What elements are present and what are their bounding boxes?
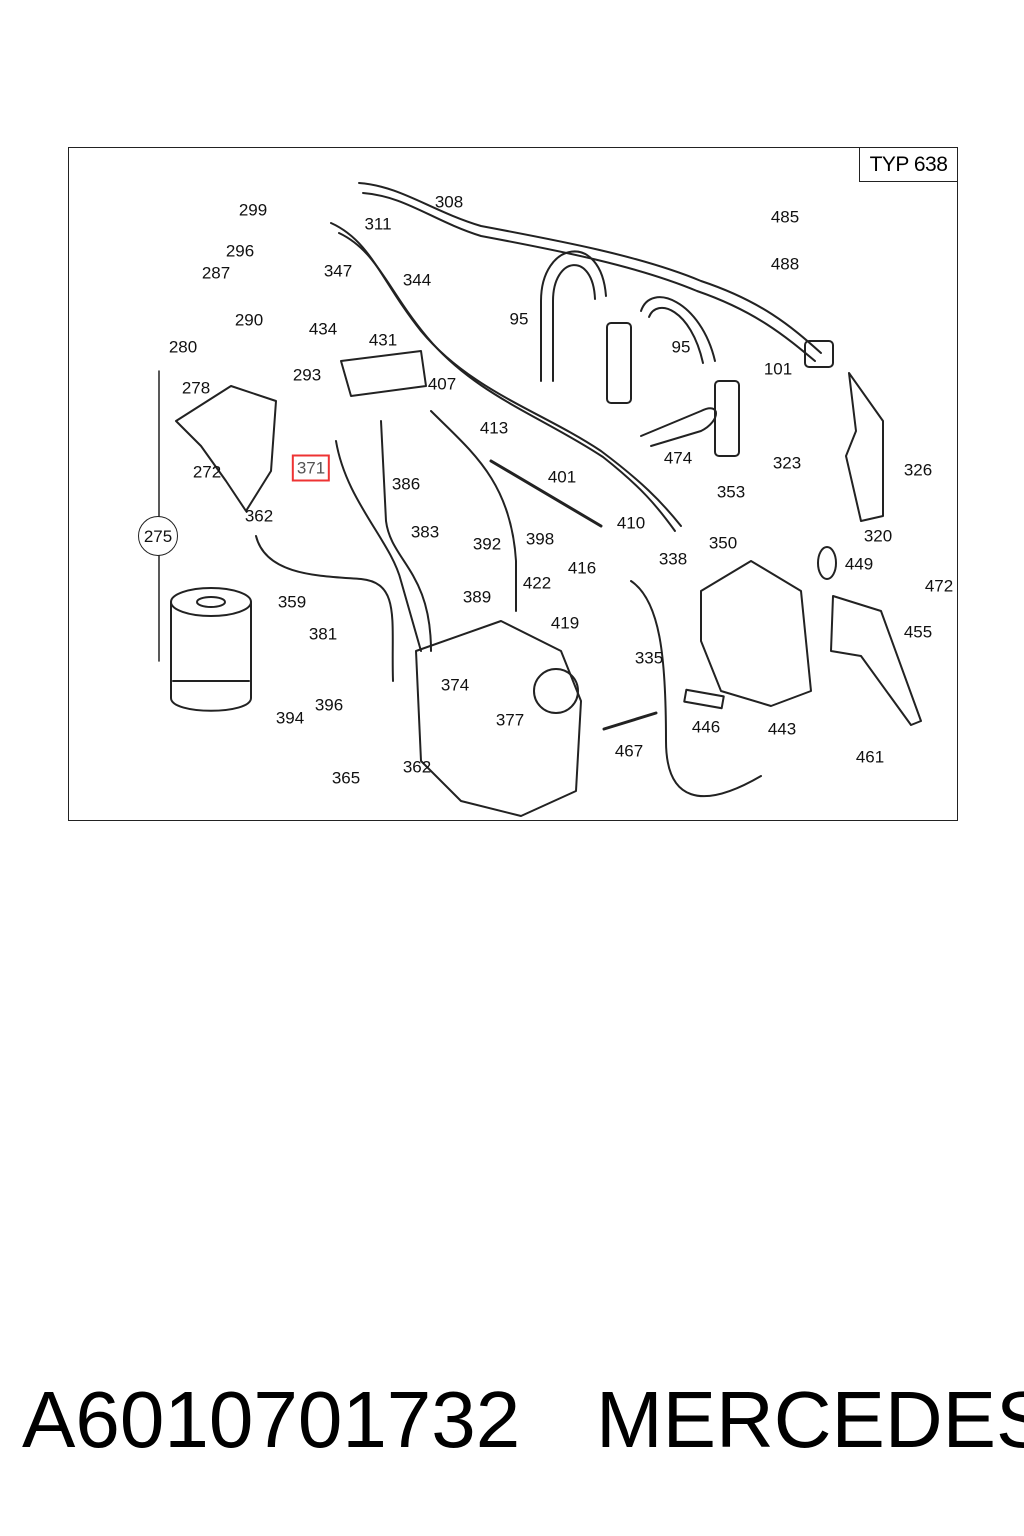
filter-housing-272 [175,385,277,512]
housing-443 [700,560,812,707]
fuel-line-335 [630,580,762,798]
callout-311: 311 [364,214,392,234]
callout-467: 467 [614,741,644,761]
callout-374: 374 [440,675,470,695]
bracket-431 [340,350,427,397]
filter-element-left [606,322,632,404]
callout-95a: 95 [509,309,529,329]
callout-419: 419 [550,613,580,633]
callout-485: 485 [770,207,800,227]
parts-diagram-frame: TYP 638 308 299 485 311 296 488 347 287 344 95 290… [68,147,958,821]
callout-287: 287 [201,263,231,283]
callout-359: 359 [277,592,307,612]
callout-443: 443 [767,719,797,739]
bracket-320 [845,372,884,522]
callout-386: 386 [391,474,421,494]
fuel-line-308-inner [362,192,816,362]
sensor-401 [489,459,603,528]
callout-381: 381 [308,624,338,644]
injection-pump-body [415,620,582,817]
brand-text: MERCEDES [596,1375,1024,1464]
callout-308: 308 [434,192,464,212]
callout-455: 455 [903,622,933,642]
hose-95-left [540,250,607,382]
fuel-line-359 [255,535,394,682]
callout-278: 278 [181,378,211,398]
callout-335: 335 [634,648,664,668]
hose-95-right [640,296,716,362]
sleeve-446 [683,688,725,710]
callout-449: 449 [844,554,874,574]
callout-398: 398 [525,529,555,549]
fuel-system-exploded-view [158,182,922,817]
callout-422: 422 [522,573,552,593]
fuel-line-381 [335,440,422,652]
callout-350: 350 [708,533,738,553]
callout-326: 326 [903,460,933,480]
connector-101 [804,340,834,368]
fuel-line-344-inner [338,232,676,532]
callout-347: 347 [323,261,353,281]
callout-353: 353 [716,482,746,502]
fuel-line-398 [430,410,517,612]
callout-371[interactable]: 371 [291,454,331,482]
callout-394: 394 [275,708,305,728]
callout-362a: 362 [244,506,274,526]
callout-407: 407 [427,374,457,394]
callout-431: 431 [368,330,398,350]
callout-377: 377 [495,710,525,730]
cable-tie-474 [640,407,717,447]
callout-338: 338 [658,549,688,569]
bracket-455 [830,595,922,726]
callout-416: 416 [567,558,597,578]
callout-293: 293 [292,365,322,385]
bolt-467 [602,711,658,731]
callout-446: 446 [691,717,721,737]
model-type-badge: TYP 638 [859,148,957,182]
callout-365: 365 [331,768,361,788]
hose-95-right-inner [648,306,704,364]
callout-383: 383 [410,522,440,542]
ring-449 [817,546,837,580]
callout-392: 392 [472,534,502,554]
oil-filter-275 [170,587,252,712]
hose-95-left-inner [552,264,596,382]
callout-488: 488 [770,254,800,274]
filter-element-right [714,380,740,457]
callout-280: 280 [168,337,198,357]
callout-461: 461 [855,747,885,767]
callout-95b: 95 [671,337,691,357]
fuel-line-308 [358,182,822,354]
callout-434: 434 [308,319,338,339]
callout-272: 272 [192,462,222,482]
callout-275: 275 [138,516,178,556]
callout-474: 474 [663,448,693,468]
callout-389: 389 [462,587,492,607]
callout-323: 323 [772,453,802,473]
callout-101: 101 [763,359,793,379]
part-number-text: A6010701732 [22,1375,521,1464]
callout-396: 396 [314,695,344,715]
callout-344: 344 [402,270,432,290]
callout-413: 413 [479,418,509,438]
footer-caption: A6010701732 MERCEDES [0,1370,1024,1470]
callout-401: 401 [547,467,577,487]
callout-320: 320 [863,526,893,546]
callout-472: 472 [924,576,954,596]
fuel-line-383 [380,420,432,652]
callout-290: 290 [234,310,264,330]
callout-410: 410 [616,513,646,533]
callout-296: 296 [225,241,255,261]
callout-362b: 362 [402,757,432,777]
callout-299: 299 [238,200,268,220]
